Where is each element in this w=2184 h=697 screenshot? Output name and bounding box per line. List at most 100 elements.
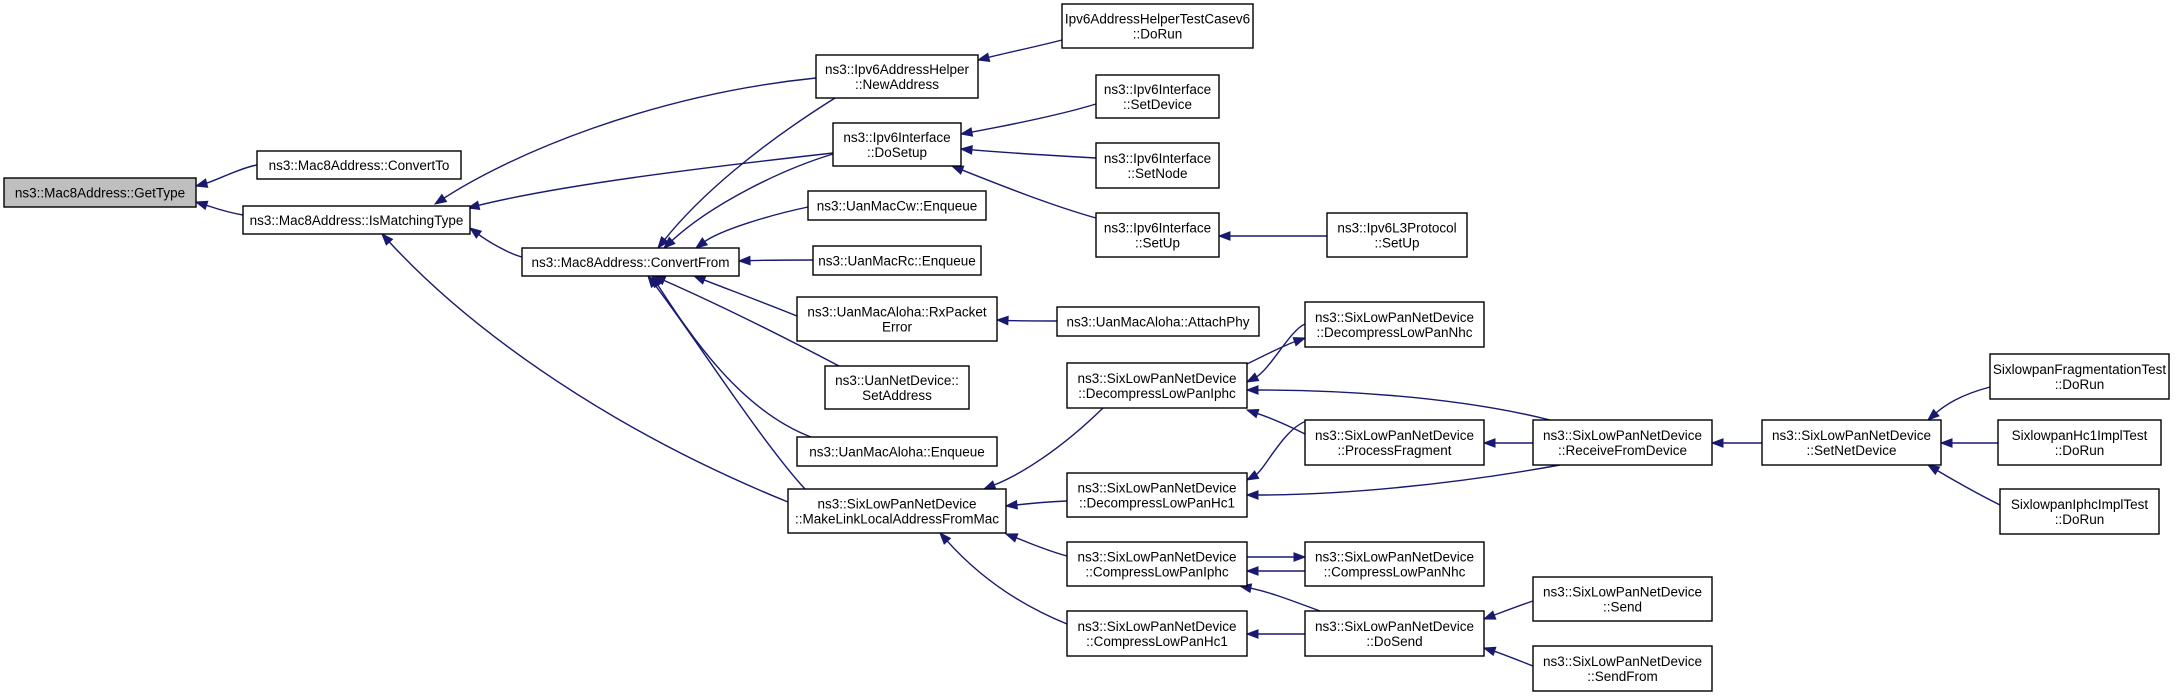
node-decompresslowpannhc[interactable]: ns3::SixLowPanNetDevice::DecompressLowPa… <box>1304 301 1485 348</box>
node-fragmentationtest_dorun[interactable]: SixlowpanFragmentationTest::DoRun <box>1989 353 2170 400</box>
node-ismatchingtype[interactable]: ns3::Mac8Address::IsMatchingType <box>242 205 471 235</box>
arrowhead-icon <box>1245 385 1259 395</box>
node-box <box>3 177 197 208</box>
node-label: ns3::Ipv6AddressHelper <box>825 62 970 77</box>
node-box <box>1532 419 1713 466</box>
node-compresslowpannhc[interactable]: ns3::SixLowPanNetDevice::CompressLowPanN… <box>1304 541 1485 587</box>
node-receivefromdevice[interactable]: ns3::SixLowPanNetDevice::ReceiveFromDevi… <box>1532 419 1713 466</box>
arrowhead-icon <box>1245 470 1260 481</box>
node-label: ns3::UanMacRc::Enqueue <box>818 254 976 269</box>
arrowhead-icon <box>959 127 974 137</box>
node-uanmacaloha_attachphy[interactable]: ns3::UanMacAloha::AttachPhy <box>1056 306 1260 337</box>
arrowhead-icon <box>737 255 751 266</box>
arrowhead-icon <box>1926 464 1941 476</box>
edge-line <box>702 278 798 317</box>
node-label: ns3::SixLowPanNetDevice <box>1077 619 1236 634</box>
node-ipv6interface_setup[interactable]: ns3::Ipv6Interface::SetUp <box>1095 212 1220 258</box>
node-convertto[interactable]: ns3::Mac8Address::ConvertTo <box>256 150 462 180</box>
arrowhead-icon <box>939 531 952 545</box>
node-label: ns3::Ipv6Interface <box>1104 82 1211 97</box>
node-label: ::CompressLowPanIphc <box>1085 565 1229 580</box>
edge-compresslowpannhc-to-compresslowpaniphc <box>1245 566 1306 576</box>
edge-line <box>656 283 812 438</box>
edge-line <box>1255 412 1306 435</box>
node-box <box>796 296 998 342</box>
edge-line <box>1934 386 1991 415</box>
node-label: ::SetDevice <box>1123 97 1192 112</box>
node-label: ns3::UanNetDevice:: <box>835 373 959 388</box>
node-uannetdevice_setaddress[interactable]: ns3::UanNetDevice::SetAddress <box>824 365 970 410</box>
arrowhead-icon <box>466 200 481 210</box>
node-iphcimpltest_dorun[interactable]: SixlowpanIphcImplTest::DoRun <box>1999 488 2160 535</box>
node-label: ::DecompressLowPanNhc <box>1316 325 1472 340</box>
edge-line <box>1255 464 1561 496</box>
node-box <box>256 150 462 180</box>
node-label: Ipv6AddressHelperTestCasev6 <box>1065 12 1250 27</box>
node-convertfrom[interactable]: ns3::Mac8Address::ConvertFrom <box>521 247 740 277</box>
edge-ipv6addresshelper_newaddress-to-convertfrom <box>657 97 836 250</box>
node-box <box>1061 3 1254 49</box>
node-decompresslowpaniphc[interactable]: ns3::SixLowPanNetDevice::DecompressLowPa… <box>1066 362 1248 409</box>
edge-line <box>476 152 834 207</box>
node-label: ::Send <box>1603 600 1642 615</box>
arrowhead-icon <box>1710 438 1724 448</box>
edge-uanmacaloha_enqueue-to-convertfrom <box>651 274 812 438</box>
node-label: ::SetNetDevice <box>1806 443 1896 458</box>
node-decompresslowpanhc1[interactable]: ns3::SixLowPanNetDevice::DecompressLowPa… <box>1066 472 1248 518</box>
node-processfragment[interactable]: ns3::SixLowPanNetDevice::ProcessFragment <box>1304 419 1485 466</box>
edge-makelinklocal-to-convertfrom <box>647 274 806 490</box>
arrowhead-icon <box>950 165 965 175</box>
node-uanmaccw_enqueue[interactable]: ns3::UanMacCw::Enqueue <box>807 190 987 221</box>
node-box <box>1304 301 1485 348</box>
node-uanmacaloha_enqueue[interactable]: ns3::UanMacAloha::Enqueue <box>796 436 998 467</box>
node-label: ::CompressLowPanNhc <box>1324 565 1466 580</box>
node-label: ::DoRun <box>1133 27 1183 42</box>
node-label: ns3::SixLowPanNetDevice <box>817 497 976 512</box>
node-ipv6interface_setdevice[interactable]: ns3::Ipv6Interface::SetDevice <box>1095 74 1220 119</box>
node-setnetdevice[interactable]: ns3::SixLowPanNetDevice::SetNetDevice <box>1761 419 1942 466</box>
node-box <box>1095 142 1220 189</box>
node-box <box>1095 74 1220 119</box>
node-ipv6l3protocol_setup[interactable]: ns3::Ipv6L3Protocol::SetUp <box>1326 212 1468 258</box>
node-box <box>1066 541 1248 587</box>
arrowhead-icon <box>1482 438 1496 448</box>
arrowhead-icon <box>647 274 659 289</box>
edge-ipv6l3protocol_setup-to-ipv6interface_setup <box>1217 231 1327 241</box>
node-label: ns3::UanMacAloha::RxPacket <box>807 305 987 320</box>
edge-line <box>1014 536 1068 557</box>
arrowhead-icon <box>1245 372 1260 383</box>
node-label: ns3::Ipv6L3Protocol <box>1337 221 1456 236</box>
node-makelinklocal[interactable]: ns3::SixLowPanNetDevice::MakeLinkLocalAd… <box>787 488 1007 534</box>
node-label: SixlowpanFragmentationTest <box>1993 362 2167 377</box>
arrowhead-icon <box>1482 610 1497 620</box>
node-label: SixlowpanIphcImplTest <box>2011 497 2149 512</box>
node-hc1impltest_dorun[interactable]: SixlowpanHc1ImplTest::DoRun <box>1997 419 2162 466</box>
edge-line <box>969 149 1097 159</box>
edge-line <box>204 164 258 185</box>
edge-fragmentationtest_dorun-to-setnetdevice <box>1926 386 1991 421</box>
node-ipv6interface_setnode[interactable]: ns3::Ipv6Interface::SetNode <box>1095 142 1220 189</box>
node-dosend[interactable]: ns3::SixLowPanNetDevice::DoSend <box>1304 610 1485 657</box>
node-label: ::DoSend <box>1366 634 1422 649</box>
node-label: ns3::Ipv6Interface <box>1104 221 1211 236</box>
node-ipv6interface_dosetup[interactable]: ns3::Ipv6Interface::DoSetup <box>832 122 962 167</box>
node-box <box>1066 472 1248 518</box>
edge-sendfrom-to-dosend <box>1482 646 1534 667</box>
arrowhead-icon <box>194 200 209 211</box>
node-send[interactable]: ns3::SixLowPanNetDevice::Send <box>1532 576 1713 622</box>
node-sendfrom[interactable]: ns3::SixLowPanNetDevice::SendFrom <box>1532 645 1713 692</box>
edge-dosend-to-compresslowpaniphc <box>1238 583 1321 612</box>
node-uanmacrc_enqueue[interactable]: ns3::UanMacRc::Enqueue <box>812 245 982 276</box>
edge-decompresslowpanhc1-to-makelinklocal <box>1004 499 1068 510</box>
node-compresslowpaniphc[interactable]: ns3::SixLowPanNetDevice::CompressLowPanI… <box>1066 541 1248 587</box>
node-label: ::DoRun <box>2055 443 2105 458</box>
node-label: ns3::SixLowPanNetDevice <box>1315 550 1474 565</box>
node-ipaddresshelpertestcasev6_dorun[interactable]: Ipv6AddressHelperTestCasev6::DoRun <box>1061 3 1254 49</box>
node-box <box>1056 306 1260 337</box>
node-compresslowpanhc1[interactable]: ns3::SixLowPanNetDevice::CompressLowPanH… <box>1066 610 1248 657</box>
node-label: ns3::SixLowPanNetDevice <box>1315 619 1474 634</box>
node-ipv6addresshelper_newaddress[interactable]: ns3::Ipv6AddressHelper::NewAddress <box>815 54 979 99</box>
node-box <box>815 54 979 99</box>
